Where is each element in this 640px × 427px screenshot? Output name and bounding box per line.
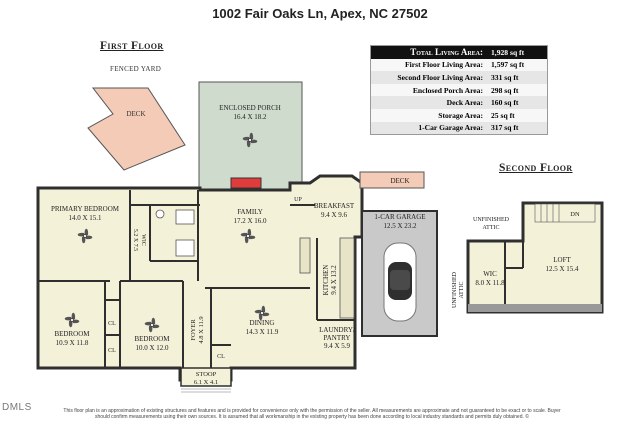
second-floor-heading: Second Floor	[499, 162, 573, 174]
closet-label: CL	[217, 354, 225, 360]
area-label: First Floor Living Area:	[370, 58, 487, 72]
loft-dims: 12.5 X 15.4	[545, 265, 579, 273]
second-wic-label: WIC	[483, 270, 497, 278]
garage-deck	[359, 171, 425, 189]
area-value: 331 sq ft	[487, 71, 548, 84]
area-label: Storage Area:	[370, 108, 487, 122]
area-label: 1-Car Garage Area:	[370, 121, 487, 135]
primary-bedroom-dims: 14.0 X 15.1	[68, 214, 102, 222]
area-value: 1,928 sq ft	[487, 45, 548, 59]
area-row: Enclosed Porch Area:298 sq ft	[370, 83, 548, 97]
primary-bedroom-label: PRIMARY BEDROOM	[51, 205, 120, 213]
wic-label: WIC	[140, 234, 146, 246]
stoop-label: STOOP	[196, 371, 217, 378]
wic-dims: 5.2 X 7.5	[132, 229, 138, 251]
garage-label: 1-CAR GARAGE	[374, 213, 425, 221]
stair-down-label: DN	[570, 211, 580, 218]
dining-dims: 14.3 X 11.9	[246, 328, 279, 336]
stoop-dims: 6.1 X 4.1	[194, 379, 218, 386]
area-label: Total Living Area:	[370, 45, 487, 59]
enclosed-porch-dims: 16.4 X 18.2	[233, 113, 267, 121]
family-label: FAMILY	[237, 208, 263, 216]
kitchen-counter	[299, 237, 311, 274]
laundry-dims: 9.4 X 5.9	[324, 342, 351, 350]
attic-side-label: ATTIC	[459, 282, 465, 299]
car-icon	[383, 242, 417, 322]
breakfast-label: BREAKFAST	[314, 202, 355, 210]
area-label: Second Floor Living Area:	[370, 71, 487, 84]
loft-label: LOFT	[553, 256, 571, 264]
unfinished-attic-band	[468, 304, 602, 312]
breakfast-dims: 9.4 X 9.6	[321, 211, 348, 219]
garage-deck-label: DECK	[390, 177, 409, 185]
bedroom-label: BEDROOM	[134, 335, 170, 343]
first-floor-heading: First Floor	[100, 40, 164, 52]
area-value: 160 sq ft	[487, 96, 548, 109]
unfinished-attic-label: UNFINISHED	[473, 217, 510, 223]
stair-up-label: UP	[294, 197, 302, 203]
enclosed-porch-label: ENCLOSED PORCH	[219, 104, 281, 112]
bedroom-label: BEDROOM	[54, 330, 90, 338]
area-row: Deck Area:160 sq ft	[370, 96, 548, 109]
deck-label: DECK	[126, 110, 145, 118]
area-value: 317 sq ft	[487, 121, 548, 135]
closet-label: CL	[108, 348, 116, 354]
area-summary-table: Total Living Area:1,928 sq ft First Floo…	[370, 45, 548, 136]
bedroom-dims: 10.9 X 11.8	[56, 339, 89, 347]
attic-label: ATTIC	[483, 225, 500, 231]
bathtub	[175, 209, 195, 225]
area-value: 25 sq ft	[487, 108, 548, 122]
vanity	[175, 239, 195, 257]
kitchen-dims: 9.4 X 13.2	[330, 265, 338, 295]
kitchen-label: KITCHEN	[322, 265, 330, 296]
area-row: Storage Area:25 sq ft	[370, 108, 548, 122]
area-label: Deck Area:	[370, 96, 487, 109]
mls-watermark: DMLS	[2, 402, 32, 413]
disclaimer-text: This floor plan is an approximation of e…	[63, 408, 561, 421]
second-wic-dims: 8.0 X 11.8	[475, 279, 505, 287]
deck-area	[87, 87, 186, 171]
area-row: Total Living Area:1,928 sq ft	[370, 45, 548, 59]
bedroom-dims: 10.0 X 12.0	[135, 344, 169, 352]
closet-label: CL	[108, 321, 116, 327]
family-dims: 17.2 X 16.0	[233, 217, 267, 225]
garage-dims: 12.5 X 23.2	[383, 222, 417, 230]
kitchen-counter	[339, 237, 355, 319]
area-row: Second Floor Living Area:331 sq ft	[370, 71, 548, 84]
area-row: First Floor Living Area:1,597 sq ft	[370, 58, 548, 72]
fireplace	[230, 177, 262, 189]
toilet	[155, 209, 165, 219]
laundry-label-2: PANTRY	[324, 334, 351, 342]
fenced-yard-label: FENCED YARD	[110, 65, 162, 73]
page-title: 1002 Fair Oaks Ln, Apex, NC 27502	[212, 6, 428, 21]
area-value: 298 sq ft	[487, 83, 548, 97]
staircase	[534, 203, 596, 223]
area-row: 1-Car Garage Area:317 sq ft	[370, 121, 548, 135]
dining-label: DINING	[250, 319, 275, 327]
foyer-label: FOYER	[190, 319, 197, 341]
foyer-dims: 4.8 X 11.9	[198, 316, 205, 343]
unfinished-attic-side-label: UNFINISHED	[452, 271, 458, 308]
area-label: Enclosed Porch Area:	[370, 83, 487, 97]
laundry-label: LAUNDRY/	[319, 326, 355, 334]
stoop	[180, 367, 232, 387]
area-value: 1,597 sq ft	[487, 58, 548, 72]
